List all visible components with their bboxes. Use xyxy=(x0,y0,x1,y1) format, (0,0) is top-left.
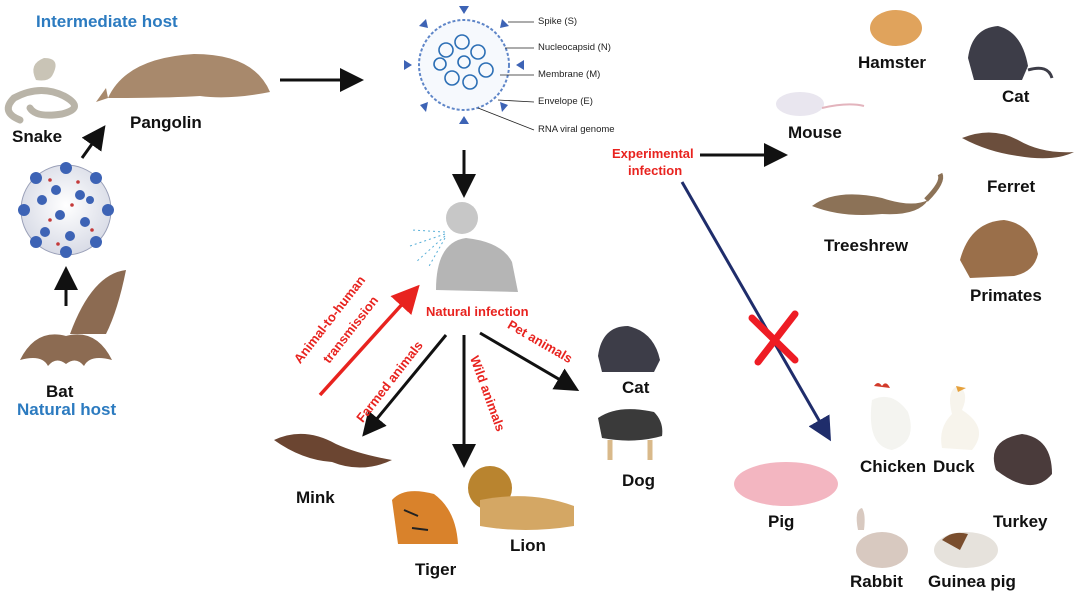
cat-pet-icon xyxy=(598,326,660,372)
pangolin-icon xyxy=(96,54,270,102)
guinea-pig-label: Guinea pig xyxy=(928,572,1016,591)
dog-label: Dog xyxy=(622,471,656,490)
lion-label: Lion xyxy=(510,536,546,555)
cat-pet-label: Cat xyxy=(622,378,650,397)
membrane-label: Membrane (M) xyxy=(538,69,601,80)
ferret-icon xyxy=(962,132,1074,159)
arrow-no-infection xyxy=(680,181,831,442)
treeshrew-label: Treeshrew xyxy=(824,236,909,255)
rna-genome-label: RNA viral genome xyxy=(538,124,615,135)
arrow-pet xyxy=(479,331,580,392)
mink-label: Mink xyxy=(296,488,335,507)
mink-icon xyxy=(274,433,392,468)
chicken-label: Chicken xyxy=(860,457,927,476)
intermediate-host-label: Intermediate host xyxy=(36,12,178,31)
cat-experimental-label: Cat xyxy=(1002,87,1030,106)
arrow-farmed xyxy=(362,334,448,437)
guinea-pig-icon xyxy=(934,532,998,568)
spike-label: Spike (S) xyxy=(538,16,578,27)
arrow-animal-to-human xyxy=(318,284,420,397)
chicken-icon xyxy=(870,383,911,450)
mouse-label: Mouse xyxy=(788,123,842,142)
duck-label: Duck xyxy=(933,457,975,476)
ferret-label: Ferret xyxy=(987,177,1036,196)
experimental-infection-line2: infection xyxy=(628,163,683,178)
envelope-label: Envelope (E) xyxy=(538,96,593,107)
nucleocapsid-label: Nucleocapsid (N) xyxy=(538,42,611,53)
snake-label: Snake xyxy=(12,127,63,146)
arrow-virus-to-pangolin xyxy=(80,125,106,159)
cross-mark-icon xyxy=(748,310,799,366)
snake-icon xyxy=(4,58,78,124)
rabbit-icon xyxy=(856,508,908,568)
natural-infection-label: Natural infection xyxy=(426,304,529,319)
bat-label: Bat xyxy=(46,382,74,401)
rabbit-label: Rabbit xyxy=(850,572,903,591)
experimental-infection-line1: Experimental xyxy=(612,146,694,161)
duck-icon xyxy=(941,386,980,450)
tiger-icon xyxy=(392,491,458,544)
cat-experimental-icon xyxy=(968,26,1054,80)
mouse-icon xyxy=(776,92,865,116)
virus-icon xyxy=(18,162,114,258)
bat-icon xyxy=(20,270,126,366)
turkey-label: Turkey xyxy=(993,512,1048,531)
pig-icon xyxy=(734,462,838,506)
hamster-icon xyxy=(870,10,922,46)
dog-icon xyxy=(598,409,663,460)
person-coughing-icon xyxy=(409,202,518,292)
lion-icon xyxy=(468,466,574,530)
pig-label: Pig xyxy=(768,512,795,531)
pangolin-label: Pangolin xyxy=(130,113,202,132)
hamster-label: Hamster xyxy=(858,53,927,72)
primates-label: Primates xyxy=(970,286,1042,305)
turkey-icon xyxy=(993,434,1052,486)
primate-icon xyxy=(960,220,1038,278)
natural-host-label: Natural host xyxy=(17,400,117,419)
treeshrew-icon xyxy=(812,172,944,215)
tiger-label: Tiger xyxy=(415,560,457,579)
sars-cov-2-virion-icon xyxy=(404,6,535,131)
